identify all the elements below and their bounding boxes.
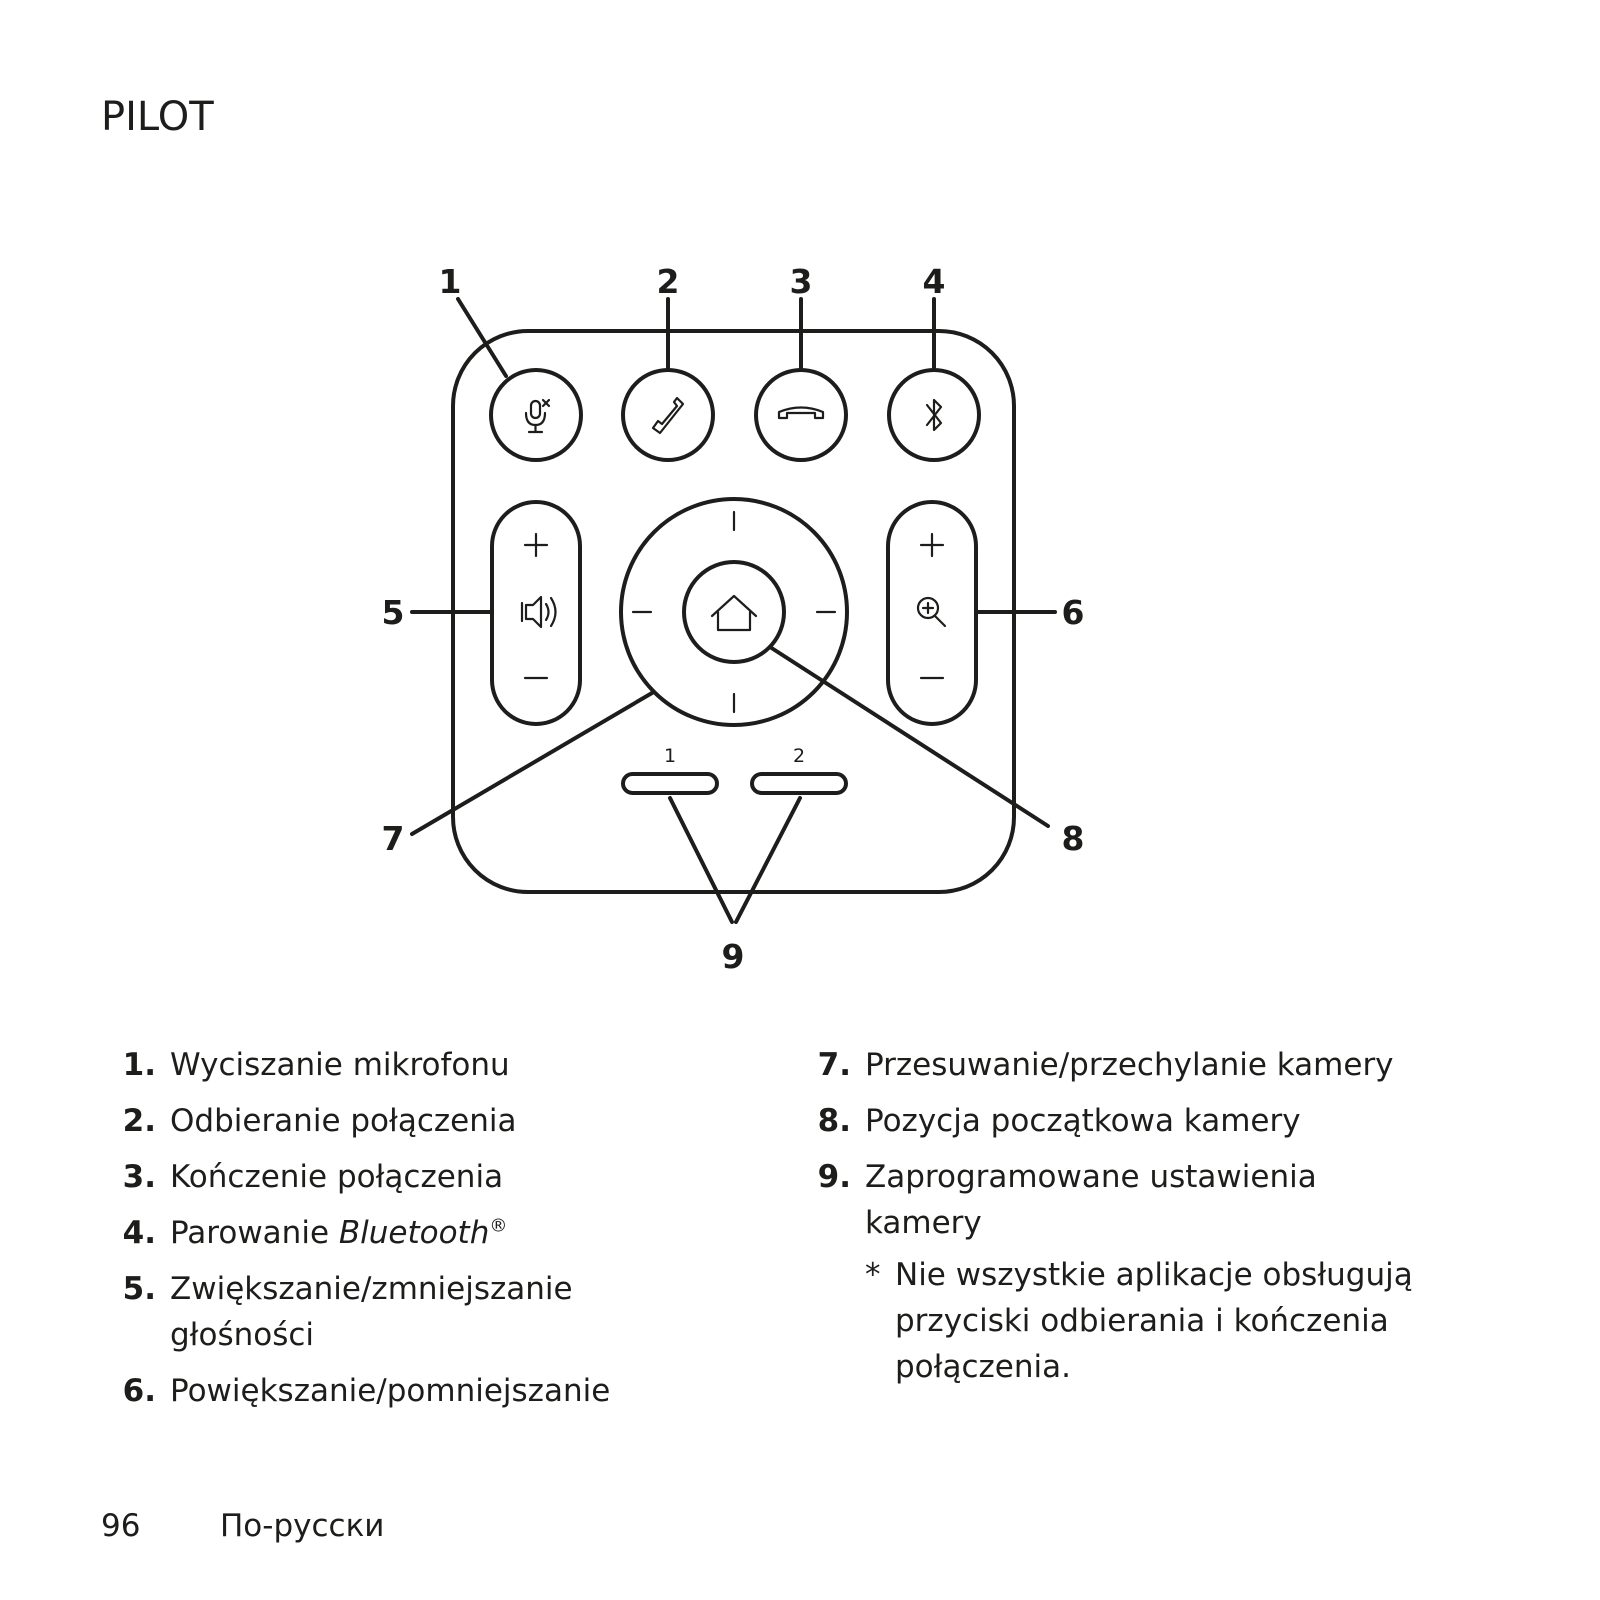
callout-4: 4 bbox=[923, 262, 946, 301]
callout-5: 5 bbox=[382, 593, 405, 632]
callout-3: 3 bbox=[790, 262, 813, 301]
page-language: По-русски bbox=[220, 1508, 385, 1544]
callout-6: 6 bbox=[1062, 593, 1085, 632]
preset-button-2 bbox=[750, 772, 848, 795]
legend-text-italic: Bluetooth bbox=[338, 1215, 490, 1251]
callout-9: 9 bbox=[722, 937, 745, 976]
call-answer-icon bbox=[651, 396, 685, 435]
legend-item: 4. Parowanie Bluetooth® bbox=[110, 1210, 710, 1256]
legend-text: Wyciszanie mikrofonu bbox=[170, 1047, 510, 1083]
registered-mark: ® bbox=[489, 1215, 508, 1237]
legend-text: Przesuwanie/przechylanie kamery bbox=[865, 1047, 1394, 1083]
remote-body bbox=[451, 329, 1016, 894]
legend-text: Zaprogramowane ustawienia kamery bbox=[865, 1159, 1317, 1241]
callout-1: 1 bbox=[439, 262, 462, 301]
legend-number: 1. bbox=[122, 1047, 156, 1083]
legend-item: 2. Odbieranie połączenia bbox=[110, 1098, 710, 1144]
legend-item: 1. Wyciszanie mikrofonu bbox=[110, 1042, 710, 1088]
legend-text: Powiększanie/pomniejszanie bbox=[170, 1373, 611, 1409]
home-icon bbox=[710, 594, 758, 632]
footnote: * Nie wszystkie aplikacje obsługują przy… bbox=[865, 1252, 1495, 1390]
zoom-icon bbox=[916, 596, 947, 628]
legend-number: 4. bbox=[122, 1215, 156, 1251]
callout-7: 7 bbox=[382, 819, 405, 858]
legend-text: Odbieranie połączenia bbox=[170, 1103, 517, 1139]
page-title: PILOT bbox=[101, 94, 214, 140]
mic-mute-button bbox=[489, 368, 583, 462]
legend-number: 6. bbox=[122, 1373, 156, 1409]
legend-number: 8. bbox=[817, 1103, 851, 1139]
home-button bbox=[682, 560, 786, 664]
legend-left-column: 1. Wyciszanie mikrofonu 2. Odbieranie po… bbox=[110, 1042, 710, 1414]
legend-number: 2. bbox=[122, 1103, 156, 1139]
page-number: 96 bbox=[101, 1508, 141, 1544]
call-end-icon bbox=[777, 406, 825, 420]
bluetooth-icon bbox=[925, 398, 943, 432]
legend-text: Kończenie połączenia bbox=[170, 1159, 504, 1195]
mic-mute-icon bbox=[524, 398, 551, 434]
legend-item: 8. Pozycja początkowa kamery bbox=[805, 1098, 1495, 1144]
legend-number: 9. bbox=[817, 1159, 851, 1195]
legend-item: 6. Powiększanie/pomniejszanie bbox=[110, 1368, 710, 1414]
call-end-button bbox=[754, 368, 848, 462]
legend-number: 3. bbox=[122, 1159, 156, 1195]
legend-right-column: 7. Przesuwanie/przechylanie kamery 8. Po… bbox=[805, 1042, 1495, 1390]
callout-2: 2 bbox=[657, 262, 680, 301]
footnote-marker: * bbox=[865, 1257, 881, 1293]
callout-8: 8 bbox=[1062, 819, 1085, 858]
footnote-text: Nie wszystkie aplikacje obsługują przyci… bbox=[895, 1257, 1413, 1385]
legend-number: 7. bbox=[817, 1047, 851, 1083]
legend-number: 5. bbox=[122, 1271, 156, 1307]
legend-item: 3. Kończenie połączenia bbox=[110, 1154, 710, 1200]
preset-label-1: 1 bbox=[664, 745, 676, 767]
legend-text-plain: Parowanie bbox=[170, 1215, 339, 1251]
call-answer-button bbox=[621, 368, 715, 462]
legend-item: 5. Zwiększanie/zmniejszanie głośności bbox=[110, 1266, 710, 1358]
preset-button-1 bbox=[621, 772, 719, 795]
legend-text: Parowanie Bluetooth® bbox=[170, 1210, 507, 1256]
pan-tilt-ring bbox=[619, 497, 849, 727]
legend-item: 9. Zaprogramowane ustawienia kamery bbox=[805, 1154, 1495, 1246]
preset-label-2: 2 bbox=[793, 745, 805, 767]
legend-text: Pozycja początkowa kamery bbox=[865, 1103, 1301, 1139]
speaker-icon bbox=[520, 595, 557, 629]
legend-item: 7. Przesuwanie/przechylanie kamery bbox=[805, 1042, 1495, 1088]
legend-text: Zwiększanie/zmniejszanie głośności bbox=[170, 1271, 573, 1353]
